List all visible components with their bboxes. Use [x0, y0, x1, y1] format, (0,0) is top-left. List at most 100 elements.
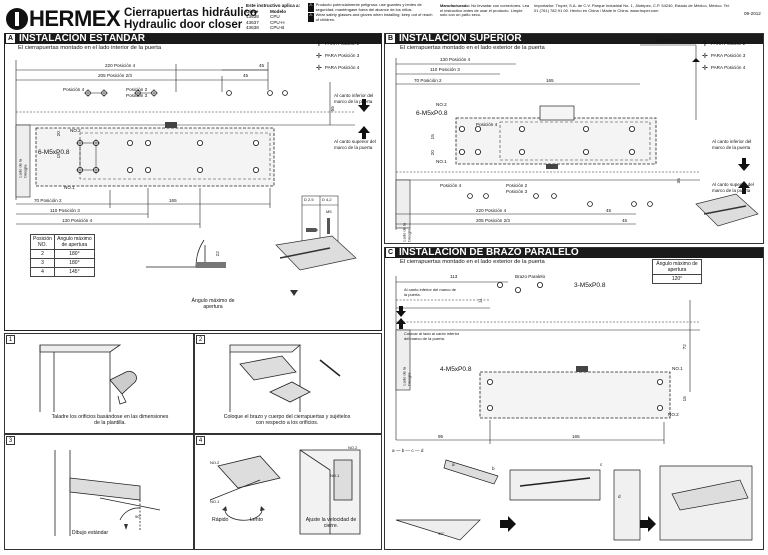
warning-icon: ⚠ — [308, 12, 314, 23]
dim-205: 205 Posición 2/3 — [98, 73, 132, 78]
target-cross-icon: ✛ — [316, 41, 322, 48]
dim-220: 220 Posición 4 — [105, 63, 136, 68]
c-label-hinge: Lado de la bisagra — [401, 366, 411, 386]
warning-block: ⚠Producto potencialmente peligroso: use … — [308, 2, 436, 23]
angle-caption: Ángulo máximo de apertura — [191, 298, 235, 310]
step-4-caption: Ajuste la velocidad de cierre. — [305, 517, 357, 529]
c-label-no1: NO.1 — [672, 366, 683, 371]
c-dim-11: 11 — [477, 298, 483, 304]
section-c-letter: C — [386, 248, 395, 257]
label-pos4: Posición 4 — [63, 87, 85, 92]
section-a-template-drawing — [15, 60, 370, 296]
legend-item: PARA Posición 2 — [324, 41, 360, 47]
section-c-title: INSTALACIÓN DE BRAZO PARALELO — [399, 247, 579, 258]
label-edge-bottom: Al canto inferior del marco de la puerta — [334, 93, 374, 104]
section-a-title: INSTALACIÓN ESTÁNDAR — [19, 33, 145, 44]
step-4-lento: Lento — [250, 517, 263, 523]
c-label-arm: Brazo Paralelo — [515, 274, 546, 279]
target-cross-icon: ✛ — [702, 53, 708, 60]
dim-130: 130 Posición 4 — [62, 218, 93, 223]
target-cross-icon: ✛ — [316, 65, 322, 72]
label-no2: NO.2 — [70, 128, 81, 133]
b-label-pos4b: Posición 4 — [440, 183, 462, 188]
c-label-d: d — [618, 494, 621, 499]
warning-icon: ⚠ — [308, 2, 314, 13]
c-angle-value: 120° — [671, 276, 683, 282]
c-dim-165: 165 — [572, 434, 580, 439]
warning-en: Wear safety glasses and gloves when inst… — [315, 12, 433, 22]
model-clave: 43637 — [246, 19, 259, 25]
b-label-pos2: Posición 2 — [506, 183, 528, 188]
mfg-label: Manufacturado: — [440, 3, 470, 8]
c-label-b: b — [492, 466, 495, 471]
target-cross-icon: ✛ — [702, 41, 708, 48]
section-b-template-drawing — [395, 44, 759, 230]
dim-70: 70 Posición 2 — [34, 198, 62, 203]
model-clave: 43638 — [246, 25, 259, 30]
b-label-no2: NO.2 — [436, 102, 447, 107]
section-b-title: INSTALACIÓN SUPERIOR — [399, 33, 522, 44]
step-4-no2: NO.2 — [210, 460, 220, 465]
b-label-no1: NO.1 — [436, 159, 447, 164]
step-1-number: 1 — [6, 335, 15, 344]
step-1-caption: Taladre los orificios basándose en las d… — [51, 414, 169, 426]
target-cross-icon: ✛ — [702, 65, 708, 72]
label-no1: NO.1 — [64, 185, 75, 190]
section-c-header: C INSTALACIÓN DE BRAZO PARALELO — [384, 247, 764, 258]
section-b-frame — [384, 33, 764, 244]
manufacture-note: Manufacturado: No levantar con corrector… — [440, 3, 530, 18]
section-c-subtitle: El cierrapuertas montado en el lado exte… — [400, 259, 545, 265]
label-edge-top: Al canto superior del marco de la puerta — [334, 139, 376, 150]
step-4-number: 4 — [196, 436, 205, 445]
section-b-subtitle: El cierrapuertas montado en el lado exte… — [400, 45, 545, 51]
title-en: Hydraulic door closer — [124, 19, 243, 31]
b-dim-45a: 45 — [606, 208, 612, 213]
step-4-no2b: NO.2 — [348, 445, 358, 450]
title-es: Cierrapuertas hidráulico — [124, 7, 257, 19]
b-label-edge-bottom: Al canto inferior del marco de la puerta — [712, 139, 752, 150]
label-screw: 6-M5xP0.8 — [38, 149, 70, 156]
table-cell: 145° — [53, 267, 95, 277]
c-label-deg: 90° — [438, 531, 445, 536]
c-angle-header: Ángulo máximo de apertura — [653, 260, 701, 275]
c-label-screw3: 3-M5xP0.8 — [574, 282, 606, 289]
model-clave: 43638 — [246, 14, 259, 19]
screw-d25: D 2,5 — [304, 197, 314, 202]
dim-165: 165 — [169, 198, 177, 203]
b-label-pos3: Posición 3 — [506, 189, 528, 194]
model-name: CPU-B — [270, 25, 285, 30]
section-a-header: A INSTALACIÓN ESTÁNDAR — [4, 33, 382, 44]
section-a-letter: A — [6, 34, 15, 43]
model-name: CPU-H — [270, 19, 285, 25]
c-angle-box: Ángulo máximo de apertura 120° — [652, 259, 702, 284]
c-label-a: a — [452, 462, 455, 467]
step-4-no1b: NO.1 — [330, 473, 340, 478]
steps-drawings — [39, 344, 361, 536]
section-a-frame — [4, 33, 382, 331]
model-name: CPU — [270, 14, 280, 19]
b-label-pos4: Posición 4 — [476, 122, 498, 127]
max-label: Max 78 mm — [656, 38, 680, 43]
screw-m5: M5 — [326, 209, 332, 214]
legend-item: PARA Posición 3 — [324, 53, 360, 59]
c-dim-72: 72 — [681, 344, 687, 350]
col-clave: Clave — [246, 8, 259, 14]
b-dim-205: 205 Posición 2/3 — [476, 218, 510, 223]
dim-45a: 45 — [259, 63, 265, 68]
c-label-abcd: a — b — c — d — [392, 448, 424, 453]
label-pos2: Posición 2 — [126, 87, 148, 92]
section-a-subtitle: El cierrapuertas montado en el lado inte… — [18, 45, 162, 51]
b-dim-165: 165 — [546, 78, 554, 83]
legend-item: PARA Posición 4 — [324, 65, 360, 71]
step-2-caption: Coloque el brazo y cuerpo del cierrapuer… — [223, 414, 351, 426]
step-3-angle: 90° — [135, 514, 142, 519]
legend-item: PARA Posición 3 — [710, 53, 746, 59]
target-cross-icon: ✛ — [316, 53, 322, 60]
dim-45b: 45 — [243, 73, 249, 78]
screw-d42: D 4,2 — [322, 197, 332, 202]
mfg-text: No levantar con correctores. Lea el inst… — [440, 3, 530, 18]
